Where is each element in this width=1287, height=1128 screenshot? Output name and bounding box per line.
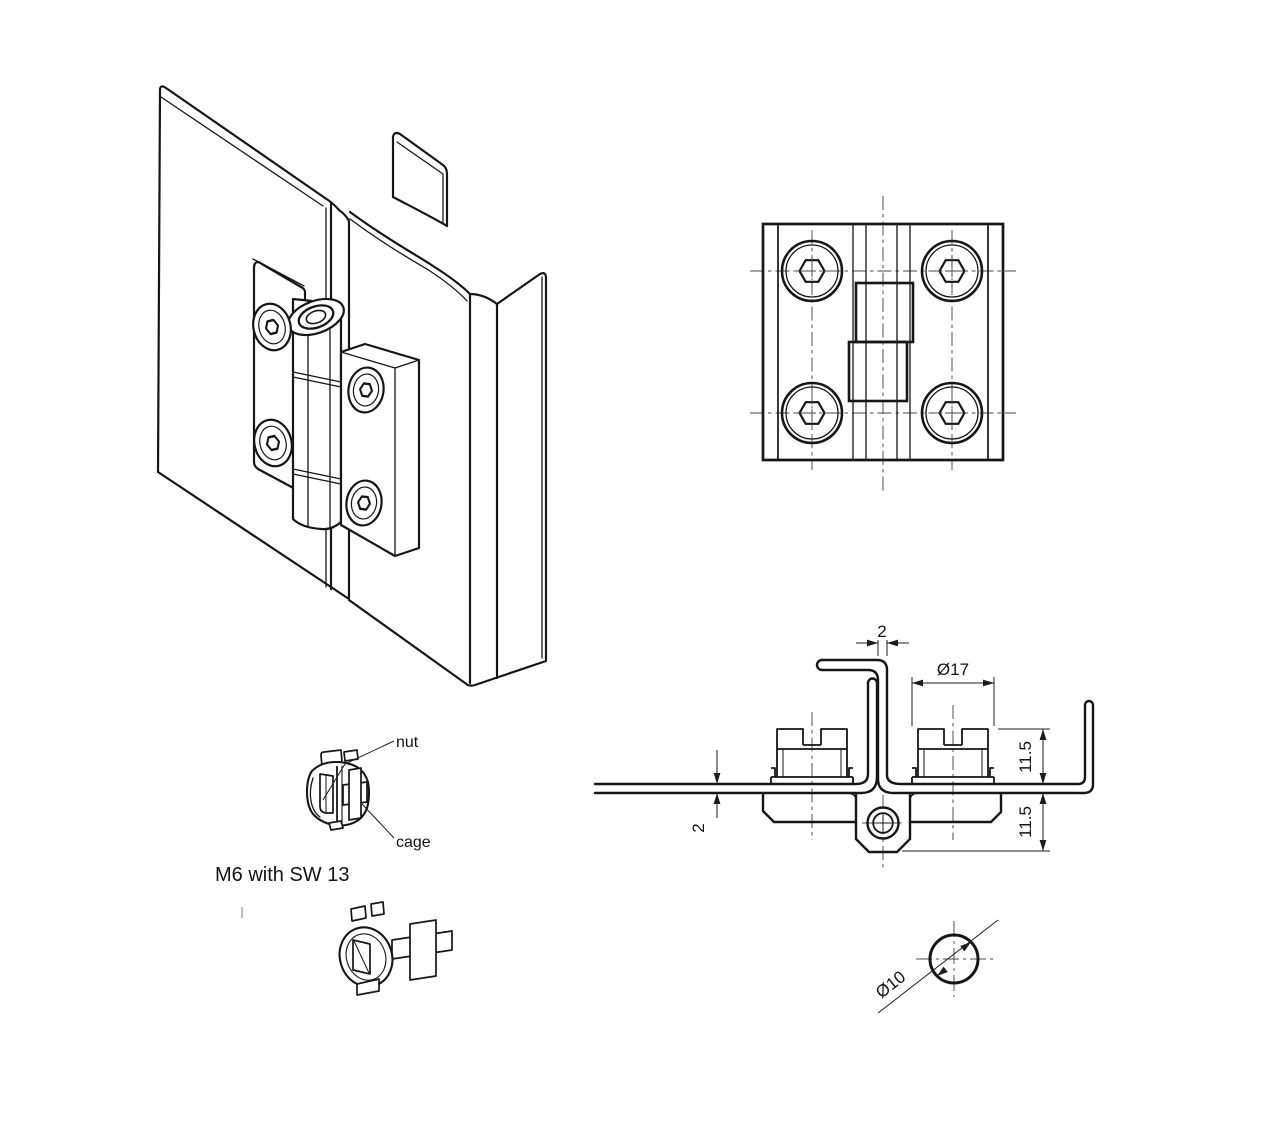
pin-detail-view: Ø10 [872,919,999,1014]
cage-label: cage [396,834,431,851]
hinge-front-view [750,196,1016,492]
socket-screw-iso [253,418,293,468]
hinge-leaves-section [761,792,1003,854]
frame-panel-iso [347,131,548,687]
hinge-section-view: 2 Ø17 11.5 11.5 [593,622,1095,868]
isometric-assembly-view [156,85,548,687]
cage-leader-line [361,803,395,839]
spec-label: M6 with SW 13 [215,864,349,886]
cage-nut-section [770,728,854,783]
nut-label: nut [396,734,419,751]
svg-text:11.5: 11.5 [1016,741,1035,773]
dim-door-thickness: 2 [689,750,721,833]
knuckle-joints [847,281,915,403]
cage-nut-iso-view [338,901,453,996]
svg-text:2: 2 [689,823,708,832]
hinge-iso [252,258,421,558]
cage-nut-section [911,728,995,783]
svg-text:11.5: 11.5 [1016,806,1035,838]
frame-sheet-section [815,658,1095,795]
socket-screw-iso [252,302,292,352]
socket-screw-front [920,239,984,303]
dim-pin-diameter: Ø10 [872,967,909,1002]
dim-height-above: 11.5 [998,728,1050,784]
socket-screw-front [780,239,844,303]
svg-text:Ø17: Ø17 [937,660,969,679]
dim-frame-thickness: 2 [856,622,909,656]
socket-screw-front [780,381,844,445]
socket-screw-front [920,381,984,445]
dim-depth-below: 11.5 [902,793,1050,852]
socket-screw-iso [347,366,385,414]
door-sheet-section [593,677,879,795]
socket-screw-iso [345,479,383,527]
svg-text:2: 2 [877,622,886,641]
pin-circle [928,933,980,985]
dim-cage-diameter: Ø17 [911,660,995,726]
nut-leader-line [322,740,395,801]
cage-nut-labeled-view: nut cage [305,734,431,851]
